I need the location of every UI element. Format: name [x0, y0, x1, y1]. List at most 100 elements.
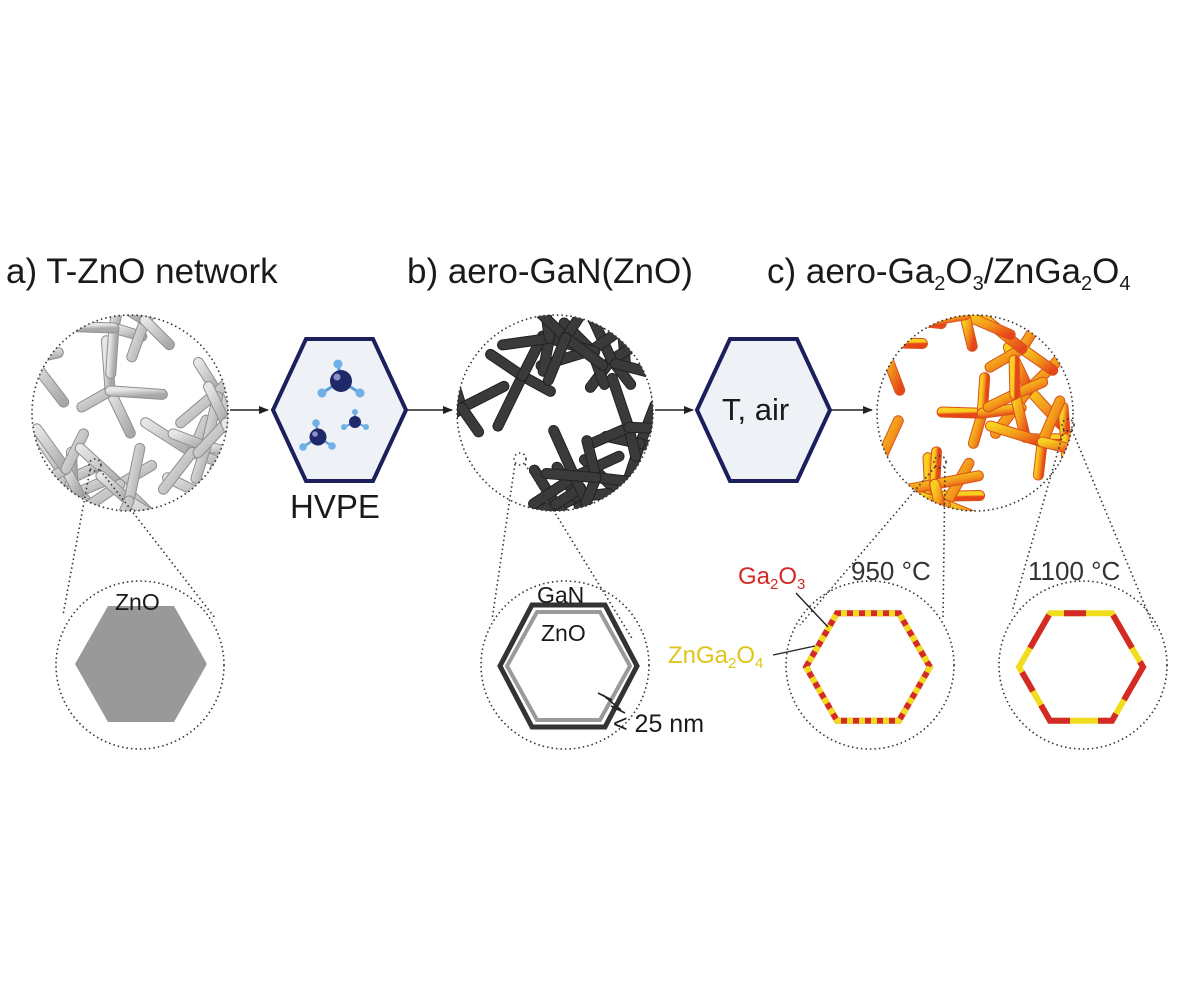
tetrapod-rod [926, 507, 976, 511]
tetrapod-rod [32, 327, 35, 364]
tetrapod-rod [877, 338, 905, 395]
ga2o3-segments [1015, 610, 1147, 724]
rod-outline [877, 315, 903, 325]
tetrapod-rod [648, 368, 653, 393]
tetrapod-rod [881, 315, 902, 350]
rod-outline [202, 462, 221, 503]
tetrapod-rod [124, 496, 172, 511]
rod-outline [32, 475, 67, 511]
rod-outline [883, 506, 937, 511]
ammonia-molecule-icon [299, 419, 336, 451]
tetrapod-rod [985, 421, 1047, 447]
zno-label-a: ZnO [115, 589, 160, 615]
tetrapod-rod [877, 338, 927, 349]
rod-outline [647, 333, 653, 379]
tetrapod-rod [196, 492, 213, 511]
tetrapod-rod [877, 320, 888, 383]
tetrapod-rod [32, 479, 43, 511]
tetrapod-rod [877, 416, 903, 473]
rod-outline [647, 367, 653, 394]
aero-gan-network [457, 315, 653, 511]
ga2o3-zngao-hexagon-1100 [1015, 610, 1147, 724]
tetrapod-rod [614, 489, 653, 511]
tetrapod-rod [106, 323, 119, 378]
tetrapod-rod [877, 444, 882, 473]
cross-section-circle-950 [785, 580, 955, 750]
rod-outline [877, 315, 888, 349]
tetrapod-rod [212, 351, 228, 397]
rod-outline [613, 488, 653, 511]
tetrapod-rod [960, 315, 1015, 340]
tetrapod-rod [534, 315, 571, 343]
rod-outline [911, 506, 937, 511]
tetrapod-rod [877, 320, 888, 337]
tetrapod-rod [105, 386, 167, 399]
zngao-pointer [772, 645, 816, 656]
tetrapod-rod [1009, 355, 1020, 399]
panel-a-title: a) T-ZnO network [6, 252, 278, 291]
tetrapod-rod [561, 315, 590, 343]
rod-outline [647, 367, 653, 433]
tetrapod-rod [878, 316, 914, 330]
aero-ga2o3-network [877, 315, 1073, 511]
tetrapod-rod [977, 373, 990, 418]
tetrapod-rod [457, 403, 484, 437]
tetrapod-rod [1010, 389, 1030, 442]
tetrapod-rod [58, 321, 119, 333]
temp-950-label: 950 °C [851, 556, 931, 586]
rod-outline [877, 462, 883, 511]
panel-c-title: c) aero-Ga2O3/ZnGa2O4 [767, 252, 1131, 295]
rod-outline [877, 337, 888, 367]
cross-section-circle-a [55, 580, 225, 750]
tetrapod-rod [587, 422, 634, 448]
tetrapod-rod [61, 429, 89, 474]
tetrapod-rod [877, 463, 903, 488]
tetrapod-rod [68, 489, 88, 511]
tetrapod-rod [937, 407, 987, 418]
tetrapod-rod [32, 354, 69, 407]
tetrapod-rod [985, 344, 1027, 372]
rod-outline [67, 488, 89, 511]
ammonia-molecule-icon [341, 409, 369, 430]
tetrapod-rod [203, 492, 228, 511]
rod-outline [925, 506, 977, 511]
tetrapod-rod [930, 479, 948, 511]
tetrapod-rod [930, 471, 983, 489]
rod-outline [32, 507, 44, 511]
rod-outline [202, 491, 228, 511]
tetrapod-rod [32, 424, 71, 474]
zngao-dashes [802, 610, 934, 724]
tetrapod-rod [124, 443, 145, 506]
tetrapod-rod [75, 443, 125, 489]
rod-outline [877, 319, 889, 384]
rod-outline [32, 478, 44, 511]
tetrapod-rod [561, 333, 608, 370]
tetrapod-rod [193, 418, 228, 458]
tetrapod-rod [486, 349, 527, 381]
rod-outline [220, 397, 228, 429]
cross-section-circle-1100 [998, 580, 1168, 750]
tetrapod-rod [877, 315, 902, 324]
tetrapod-rod [529, 472, 579, 509]
tetrapod-rod [648, 368, 653, 432]
ga2o3-label: Ga2O3 [738, 563, 806, 593]
rod-outline [32, 353, 36, 388]
rod-outline [608, 315, 628, 335]
tetrapod-rod [141, 418, 197, 457]
tetrapod-rod [617, 318, 653, 334]
ga2o3-zngao-hexagon-950 [802, 610, 934, 724]
tetrapod-rod [1033, 437, 1047, 480]
tetrapod-rod [1037, 396, 1065, 447]
thickness-label: < 25 nm [613, 710, 705, 738]
rod-outline [32, 487, 79, 500]
ammonia-molecule-icon [317, 359, 365, 398]
tetrapod-rod [105, 386, 135, 438]
tetrapod-rod [648, 334, 653, 378]
tetrapod-rod [513, 499, 561, 511]
tetrapod-rod [32, 354, 35, 387]
tetrapod-rod [32, 508, 43, 511]
tetrapod-rod [203, 463, 220, 502]
rod-outline [32, 326, 36, 365]
network-circle-a [31, 314, 229, 512]
